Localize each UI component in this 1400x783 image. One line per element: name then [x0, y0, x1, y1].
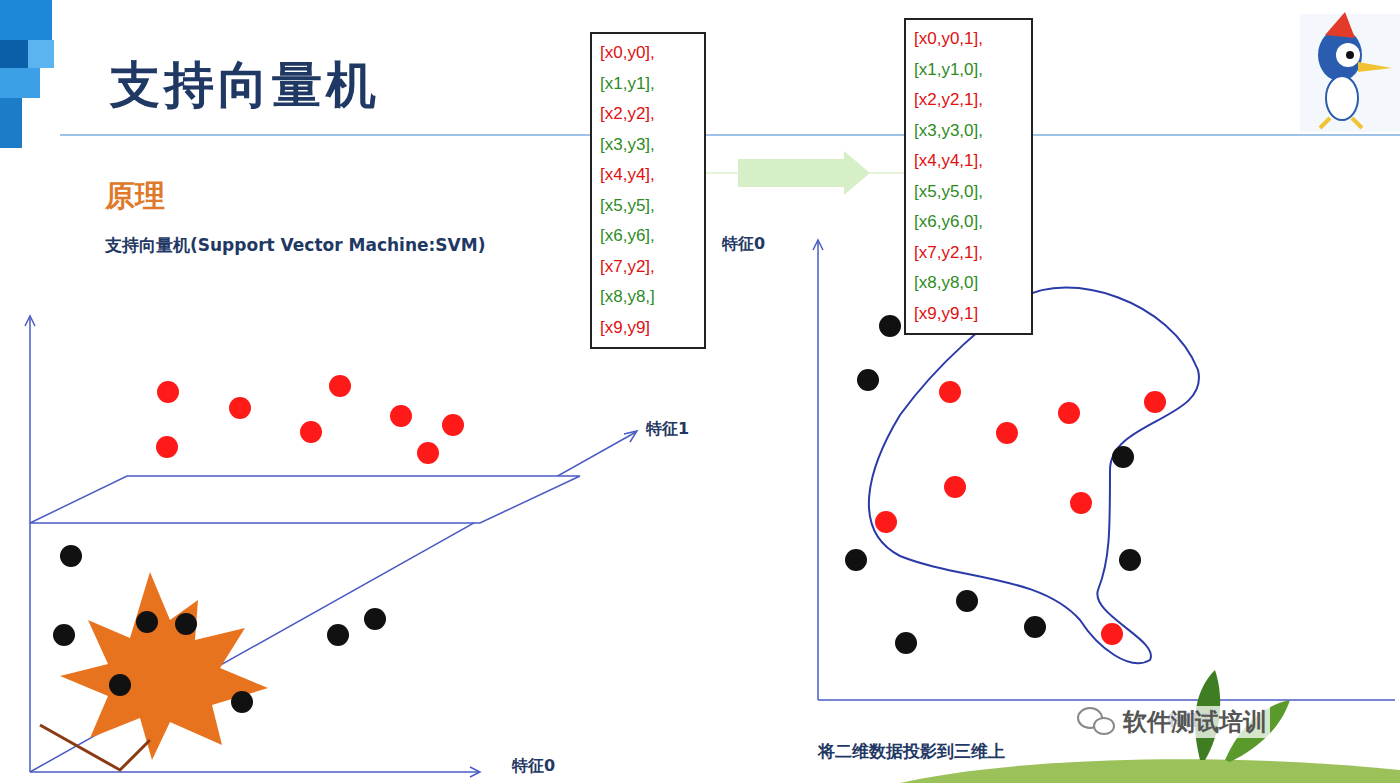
wechat-icon: [1078, 708, 1114, 734]
axis-label: 特征0: [722, 234, 765, 255]
header-block: [0, 0, 52, 40]
axis-label: 特征1: [646, 419, 689, 440]
list-entry: [x1,y1],: [600, 69, 696, 100]
red-dots: [156, 375, 464, 464]
transform-arrow: [706, 151, 904, 195]
list-entry: [x1,y1,0],: [914, 55, 1023, 86]
axis-label: 特征0: [512, 756, 555, 777]
maple-leaf: [40, 572, 268, 770]
axes: [813, 240, 1395, 700]
decision-boundary: [869, 288, 1199, 664]
plant-decoration: [900, 670, 1400, 783]
separating-plane: [30, 476, 580, 523]
list-entry: [x9,y9,1]: [914, 299, 1023, 330]
header-block: [0, 40, 28, 68]
data-list-box: [x0,y0,1],[x1,y1,0],[x2,y2,1],[x3,y3,0],…: [904, 18, 1033, 335]
black-dots: [53, 545, 386, 713]
watermark: 软件测试培训: [1120, 706, 1270, 738]
header-rule: [60, 134, 1400, 136]
woodpecker-logo: [1300, 12, 1400, 132]
slide-title: 支持向量机: [110, 52, 380, 119]
header-block: [28, 40, 54, 68]
axes: [25, 316, 637, 777]
section-heading: 原理: [105, 176, 165, 217]
header-block: [0, 68, 40, 98]
list-entry: [x2,y2,1],: [914, 85, 1023, 116]
list-entry: [x4,y4,1],: [914, 146, 1023, 177]
list-entry: [x8,y8,0]: [914, 268, 1023, 299]
list-entry: [x0,y0],: [600, 38, 696, 69]
header-block: [0, 98, 22, 148]
list-entry: [x5,y5,0],: [914, 177, 1023, 208]
caption: 将二维数据投影到三维上: [818, 740, 1005, 763]
list-entry: [x2,y2],: [600, 99, 696, 130]
list-entry: [x0,y0,1],: [914, 24, 1023, 55]
list-entry: [x7,y2,1],: [914, 238, 1023, 269]
list-entry: [x9,y9]: [600, 313, 696, 344]
subtitle: 支持向量机(Support Vector Machine:SVM): [105, 234, 485, 257]
list-entry: [x3,y3],: [600, 130, 696, 161]
data-list-box: [x0,y0],[x1,y1],[x2,y2],[x3,y3],[x4,y4],…: [590, 32, 706, 349]
list-entry: [x8,y8,]: [600, 282, 696, 313]
list-entry: [x6,y6,0],: [914, 207, 1023, 238]
list-entry: [x6,y6],: [600, 221, 696, 252]
list-entry: [x7,y2],: [600, 252, 696, 283]
red-dots: [875, 381, 1166, 645]
list-entry: [x5,y5],: [600, 191, 696, 222]
list-entry: [x3,y3,0],: [914, 116, 1023, 147]
black-dots: [845, 315, 1141, 654]
list-entry: [x4,y4],: [600, 160, 696, 191]
